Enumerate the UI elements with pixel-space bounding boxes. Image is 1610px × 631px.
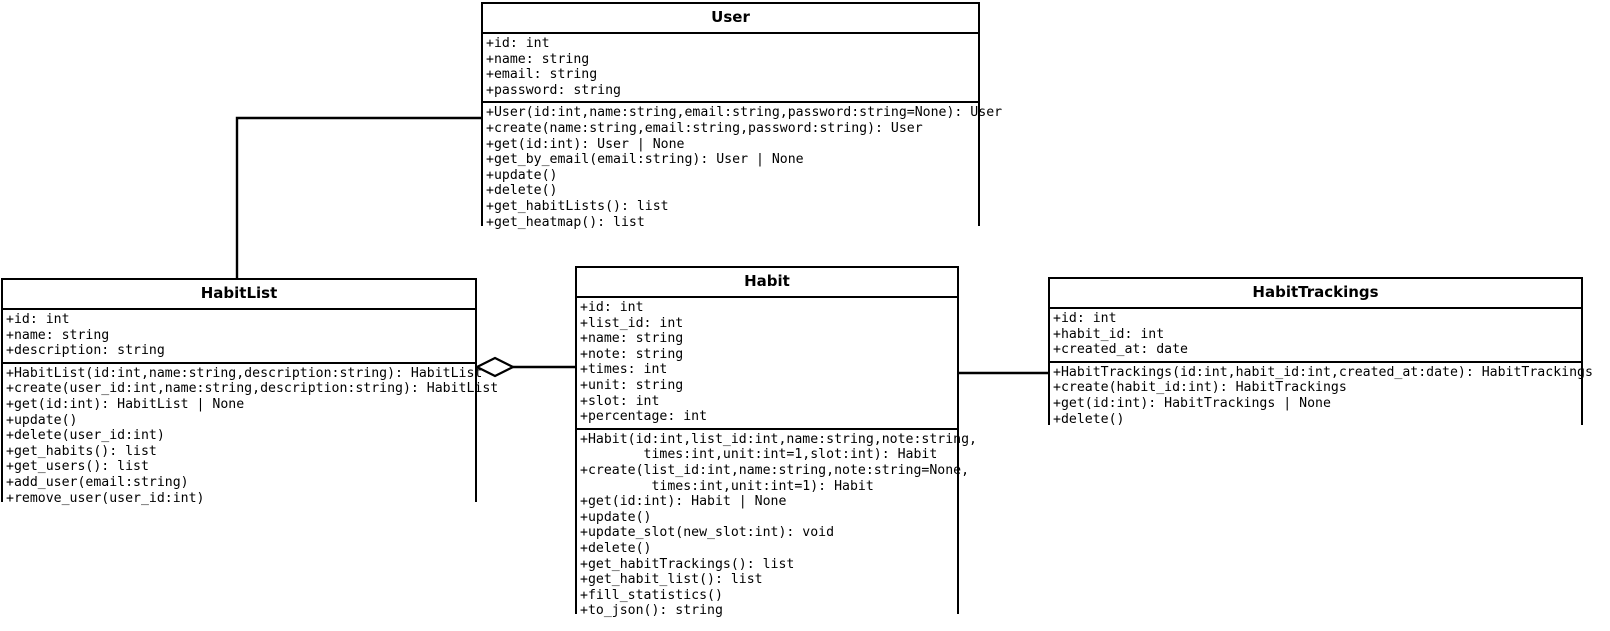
attribute-row: +id: int [580,300,644,315]
class-attributes-user: +id: int +name: string +email: string +p… [483,34,978,104]
class-methods-habittrackings: +HabitTrackings(id:int,habit_id:int,crea… [1050,362,1593,431]
attribute-row: +description: string [6,343,165,359]
method-row: +HabitTrackings(id:int,habit_id:int,crea… [1053,364,1593,380]
class-attributes-habittrackings: +id: int +habit_id: int +created_at: dat… [1050,309,1581,363]
method-row: +delete() [486,183,558,199]
class-box-habittrackings[interactable]: HabitTrackings +id: int +habit_id: int +… [1048,277,1593,431]
method-row: +create(name:string,email:string,passwor… [486,120,923,136]
method-row: +create(user_id:int,name:string,descript… [6,381,499,397]
attribute-row: +unit: string [580,377,684,393]
class-box-user[interactable]: User +id: int +name: string +email: stri… [481,2,1002,234]
class-box-habit[interactable]: Habit +id: int +list_id: int +name: stri… [575,266,977,622]
method-row: +update() [6,412,78,428]
attribute-row: +id: int [486,36,550,51]
method-row: +update_slot(new_slot:int): void [580,525,835,541]
method-row: +create(list_id:int,name:string,note:str… [580,462,970,478]
method-row: +get_habit_list(): list [580,572,763,588]
method-row: +create(habit_id:int): HabitTrackings [1053,380,1347,396]
aggregation-diamond-icon [474,356,516,378]
attribute-row: +id: int [6,312,70,327]
attribute-row: +habit_id: int [1053,326,1165,342]
connector-user-habitlist [235,116,482,280]
class-title-habit: Habit [577,268,957,298]
attribute-row: +list_id: int [580,315,684,331]
method-row: +get(id:int): User | None [486,136,685,152]
method-row: times:int,unit:int=1): Habit [580,478,874,494]
class-box-habitlist[interactable]: HabitList +id: int +name: string +descri… [1,278,498,510]
method-row: +update() [580,509,652,525]
attribute-row: +times: int [580,362,668,378]
method-row: +get(id:int): HabitList | None [6,396,245,412]
attribute-row: +email: string [486,67,598,83]
attribute-row: +name: string [580,331,684,347]
method-row: +get_habitLists(): list [486,198,669,214]
attribute-row: +note: string [580,346,684,362]
method-row: +delete() [580,540,652,556]
class-methods-user: +User(id:int,name:string,email:string,pa… [483,103,1003,234]
method-row: +get_habits(): list [6,443,157,459]
attribute-row: +password: string [486,82,621,98]
attribute-row: +name: string [486,51,590,67]
method-row: +fill_statistics() [580,587,723,603]
method-row: +get_by_email(email:string): User | None [486,152,804,168]
class-attributes-habit: +id: int +list_id: int +name: string +no… [577,298,957,430]
method-row: +HabitList(id:int,name:string,descriptio… [6,365,483,381]
method-row: +get_users(): list [6,459,149,475]
method-row: +add_user(email:string) [6,474,189,490]
method-row: +get_heatmap(): list [486,214,645,230]
attribute-row: +created_at: date [1053,342,1188,358]
class-methods-habitlist: +HabitList(id:int,name:string,descriptio… [3,363,499,510]
class-methods-habit: +Habit(id:int,list_id:int,name:string,no… [577,429,977,622]
method-row: +get(id:int): Habit | None [580,494,787,510]
method-row: +delete(user_id:int) [6,428,165,444]
method-row: +delete() [1053,411,1125,427]
class-attributes-habitlist: +id: int +name: string +description: str… [3,310,475,364]
method-row: times:int,unit:int=1,slot:int): Habit [580,447,938,463]
method-row: +get_habitTrackings(): list [580,556,795,572]
method-row: +User(id:int,name:string,email:string,pa… [486,105,1003,121]
method-row: +to_json(): string [580,603,723,619]
attribute-row: +slot: int [580,393,660,409]
class-title-habittrackings: HabitTrackings [1050,279,1581,309]
method-row: +update() [486,167,558,183]
attribute-row: +id: int [1053,311,1117,326]
method-row: +Habit(id:int,list_id:int,name:string,no… [580,431,977,447]
class-title-user: User [483,4,978,34]
class-title-habitlist: HabitList [3,280,475,310]
attribute-row: +name: string [6,327,110,343]
method-row: +remove_user(user_id:int) [6,490,205,506]
method-row: +get(id:int): HabitTrackings | None [1053,395,1331,411]
attribute-row: +percentage: int [580,409,708,425]
